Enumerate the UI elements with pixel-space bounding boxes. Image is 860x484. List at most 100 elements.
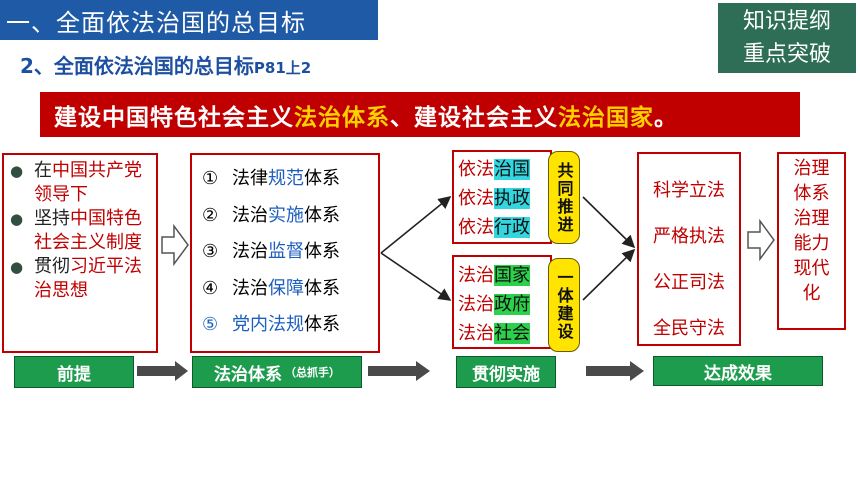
system-suffix: 体系	[304, 241, 340, 262]
group2-prefix: 法治	[458, 294, 494, 315]
page-reference: P81上2	[253, 59, 312, 77]
system-prefix: 党内法规	[232, 314, 304, 335]
premise-item: ● 在中国共产党领导下	[10, 159, 152, 207]
bar-system: 法治体系（总抓手）	[192, 356, 362, 388]
premise-item: ● 坚持中国特色社会主义制度	[10, 207, 152, 255]
system-number: ⑤	[202, 314, 219, 335]
system-row: ③ 法治监督体系	[202, 234, 378, 271]
bullet-icon: ●	[10, 162, 24, 180]
system-prefix: 法律	[232, 168, 268, 189]
bar-premise-label: 前提	[57, 364, 91, 385]
system-number: ②	[202, 204, 219, 226]
bar-system-label: 法治体系	[214, 364, 282, 385]
system-number: ④	[202, 277, 219, 299]
tag-integrated-building-text: 一体建设	[554, 269, 574, 341]
bar-arrow-3	[586, 361, 644, 381]
section-subtitle: 2、全面依法治国的总目标P81上2	[20, 50, 311, 79]
banner-part1: 建设中国特色社会主义	[54, 104, 294, 131]
group2-row: 法治国家	[458, 261, 550, 290]
system-suffix: 体系	[304, 168, 340, 189]
badge-line2: 重点突破	[742, 42, 831, 67]
integrated-building-box: 法治国家 法治政府 法治社会	[452, 255, 552, 349]
bar-arrow-1	[137, 361, 188, 381]
tag-integrated-building: 一体建设	[548, 258, 580, 352]
system-prefix: 法治	[232, 241, 268, 262]
arrow-group2-to-principles	[582, 248, 636, 301]
goal-banner: 建设中国特色社会主义法治体系、建设社会主义法治国家。	[40, 92, 800, 137]
group2-row: 法治政府	[458, 290, 550, 319]
group2-row: 法治社会	[458, 319, 550, 348]
hollow-arrow-1	[161, 223, 189, 267]
group1-prefix: 依法	[458, 188, 494, 209]
system-number: ③	[202, 241, 219, 262]
tag-advance-together: 共同推进	[548, 151, 580, 244]
banner-highlight-system: 法治体系	[294, 104, 390, 131]
sixteen-character-principles-box: 科学立法 严格执法 公正司法 全民守法	[637, 152, 741, 346]
system-prefix: 法治	[232, 277, 268, 299]
group1-prefix: 依法	[458, 159, 494, 180]
bar-effect-label: 达成效果	[704, 363, 772, 384]
badge-line1: 知识提纲	[742, 9, 831, 34]
system-suffix: 体系	[304, 277, 340, 299]
system-row: ① 法律规范体系	[202, 161, 378, 198]
premise-item: ● 贯彻习近平法治思想	[10, 255, 152, 303]
bar-arrow-2	[368, 361, 430, 381]
group1-row: 依法执政	[458, 184, 550, 213]
premise-verb: 在	[34, 160, 52, 181]
system-key: 规范	[268, 168, 304, 189]
group1-row: 依法行政	[458, 213, 550, 242]
knowledge-badge: 知识提纲 重点突破	[718, 3, 856, 73]
system-row: ⑤ 党内法规体系	[202, 307, 378, 344]
bar-implement-label: 贯彻实施	[472, 364, 540, 385]
result-box: 治理体系治理能力现代化	[777, 152, 846, 330]
system-suffix: 体系	[304, 314, 340, 335]
group2-prefix: 法治	[458, 265, 494, 286]
system-row: ④ 法治保障体系	[202, 271, 378, 308]
system-key: 监督	[268, 241, 304, 262]
group2-key: 国家	[494, 265, 530, 286]
arrow-to-group1	[380, 195, 452, 254]
banner-part5: 。	[654, 104, 678, 131]
hollow-arrow-2	[747, 218, 775, 262]
bar-effect: 达成效果	[653, 356, 823, 386]
arrow-group1-to-principles	[582, 196, 636, 249]
advance-together-box: 依法治国 依法执政 依法行政	[452, 150, 552, 244]
group2-key: 社会	[494, 323, 530, 344]
principle-item: 全民守法	[653, 318, 725, 339]
group1-key: 行政	[494, 217, 530, 238]
bullet-icon: ●	[10, 210, 24, 228]
group1-key: 治国	[494, 159, 530, 180]
premise-key: 中国特色社会主义制度	[34, 208, 142, 253]
premise-box: ● 在中国共产党领导下 ● 坚持中国特色社会主义制度 ● 贯彻习近平法治思想	[2, 153, 158, 353]
tag-advance-together-text: 共同推进	[554, 161, 574, 234]
result-text: 治理体系治理能力现代化	[793, 158, 830, 304]
principle-item: 科学立法	[653, 180, 725, 201]
principle-item: 公正司法	[653, 272, 725, 293]
system-row: ② 法治实施体系	[202, 198, 378, 235]
group2-key: 政府	[494, 294, 530, 315]
bullet-icon: ●	[10, 258, 24, 276]
system-key: 保障	[268, 277, 304, 299]
banner-highlight-country: 法治国家	[558, 104, 654, 131]
bar-premise: 前提	[14, 356, 134, 388]
system-number: ①	[202, 168, 219, 189]
group2-prefix: 法治	[458, 323, 494, 344]
banner-part3: 、建设社会主义	[390, 104, 558, 131]
system-suffix: 体系	[304, 204, 340, 226]
premise-verb: 贯彻	[34, 256, 70, 277]
group1-prefix: 依法	[458, 217, 494, 238]
principle-item: 严格执法	[653, 226, 725, 247]
system-key: 实施	[268, 204, 304, 226]
subtitle-text: 2、全面依法治国的总目标	[20, 54, 254, 78]
bar-implement: 贯彻实施	[456, 356, 556, 388]
premise-key: 习近平法治思想	[34, 256, 142, 301]
premise-key: 中国共产党领导下	[34, 160, 142, 205]
arrow-to-group2	[380, 252, 452, 301]
group1-key: 执政	[494, 188, 530, 209]
group1-row: 依法治国	[458, 155, 550, 184]
premise-verb: 坚持	[34, 208, 70, 229]
page-title: 一、全面依法治国的总目标	[0, 0, 378, 40]
system-prefix: 法治	[232, 204, 268, 226]
